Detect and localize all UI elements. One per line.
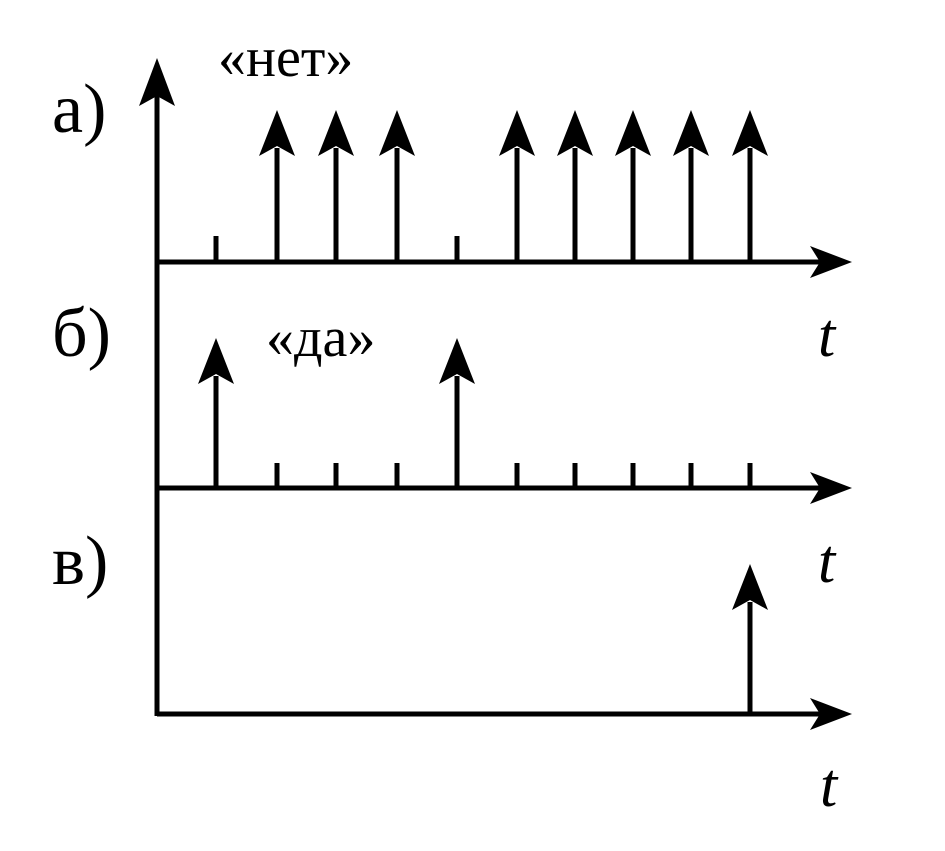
panel-b-annotation: «да» [266,307,375,369]
panel-a-time-axis-arrowhead [810,246,852,278]
panel-a-pulse-2-arrowhead [259,110,295,156]
panel-a-label: а) [52,71,106,148]
panel-a-pulse-6-arrowhead [499,110,535,156]
panel-c-t-label: t [820,752,839,820]
panel-c-label: в) [52,523,108,600]
panel-a-pulse-10-arrowhead [732,110,768,156]
panel-b-label: б) [52,295,111,372]
vertical-axis-arrowhead [139,58,175,106]
panel-a-t-label: t [818,302,837,370]
panel-b-pulses [198,338,753,488]
panel-b-time-axis-arrowhead [810,472,852,504]
panel-a-annotation: «нет» [218,27,353,89]
panel-a-pulse-9-arrowhead [673,110,709,156]
panel-a-pulse-3-arrowhead [318,110,354,156]
panel-a-pulse-4-arrowhead [379,110,415,156]
panel-b-t-label: t [818,528,837,596]
panel-c-time-axis-arrowhead [810,698,852,730]
panel-b-pulse-5-arrowhead [439,338,475,384]
panel-b-pulse-1-arrowhead [198,338,234,384]
panel-c-pulses [732,564,768,714]
panel-a-pulse-7-arrowhead [557,110,593,156]
panel-a-pulses [213,110,768,262]
panel-a-pulse-8-arrowhead [615,110,651,156]
panel-c-pulse-10-arrowhead [732,564,768,610]
